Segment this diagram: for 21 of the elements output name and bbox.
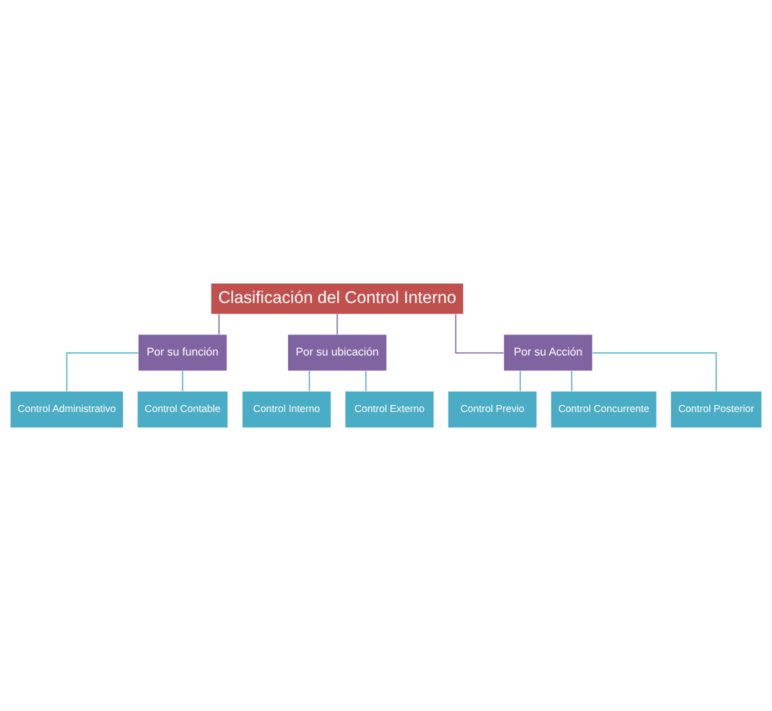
connector xyxy=(571,370,572,392)
connector xyxy=(182,370,184,392)
connector xyxy=(66,352,138,392)
node-box: Por su Acción xyxy=(503,334,593,372)
connector xyxy=(308,370,310,392)
node-box: Control Contable xyxy=(137,390,228,428)
connector xyxy=(520,370,521,392)
connector xyxy=(365,370,366,392)
node-box: Control Previo xyxy=(448,390,538,428)
node-box: Control Concurrente xyxy=(550,390,657,428)
node-box: Por su ubicación xyxy=(287,334,387,372)
node-box: Control Administrativo xyxy=(10,390,124,428)
node-box: Control Interno xyxy=(242,390,332,428)
connector xyxy=(455,314,504,354)
node-box: Control Externo xyxy=(344,390,434,428)
connector xyxy=(218,314,220,334)
connector xyxy=(336,314,338,334)
node-box: Clasificación del Control Interno xyxy=(210,282,464,314)
node-box: Por su función xyxy=(138,334,228,372)
node-box: Control Posterior xyxy=(670,390,762,428)
connector xyxy=(592,352,717,392)
